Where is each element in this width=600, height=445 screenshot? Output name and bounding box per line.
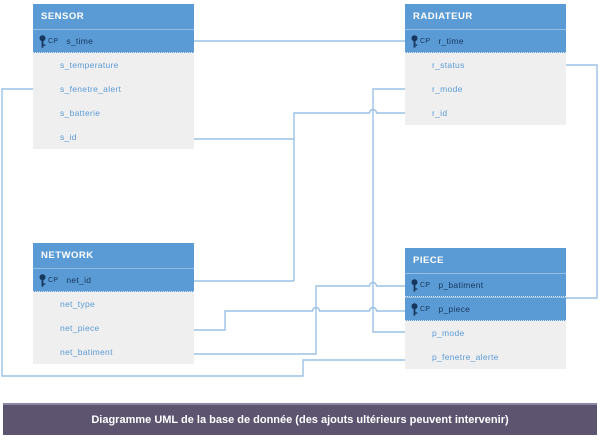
column-label: net_batiment — [60, 347, 113, 357]
connector-net_batiment--p_batiment — [193, 281, 405, 355]
column-row: net_batiment — [33, 340, 194, 364]
diagram-title-banner: Diagramme UML de la base de donnée (des … — [3, 403, 597, 435]
column-label: p_fenetre_alerte — [432, 352, 499, 362]
column-row: CP r_time — [405, 29, 566, 53]
primary-key-badge: CP — [420, 281, 431, 289]
primary-key-badge: CP — [48, 276, 59, 284]
primary-key-icon — [38, 273, 47, 287]
column-label: p_piece — [438, 304, 471, 314]
column-row: net_type — [33, 292, 194, 316]
column-row: p_fenetre_alerte — [405, 345, 566, 369]
column-row: CP s_time — [33, 29, 194, 53]
entity-piece: PIECE CP p_batiment CP p_piece p_mode p_… — [405, 248, 566, 369]
connector-junction--r_id — [293, 108, 405, 281]
primary-key-icon — [410, 34, 419, 48]
column-label: s_batterie — [60, 108, 101, 118]
entity-title: NETWORK — [33, 243, 194, 268]
column-label: net_piece — [60, 323, 100, 333]
column-row: r_mode — [405, 77, 566, 101]
column-row: p_mode — [405, 321, 566, 345]
column-row: CP p_batiment — [405, 273, 566, 297]
column-label: net_id — [66, 275, 92, 285]
column-label: r_status — [432, 60, 465, 70]
column-row: net_piece — [33, 316, 194, 340]
primary-key-icon — [410, 278, 419, 292]
column-row: s_temperature — [33, 53, 194, 77]
column-label: s_id — [60, 132, 77, 142]
entity-network: NETWORK CP net_id net_type net_piece net… — [33, 243, 194, 364]
column-row: r_status — [405, 53, 566, 77]
entity-sensor: SENSOR CP s_time s_temperature s_fenetre… — [33, 4, 194, 149]
primary-key-badge: CP — [48, 37, 59, 45]
connector-s_fenetre_alert--p_fenetre_alerte — [1, 88, 405, 377]
primary-key-badge: CP — [420, 37, 431, 45]
primary-key-icon — [410, 302, 419, 316]
entity-radiateur: RADIATEUR CP r_time r_status r_mode r_id — [405, 4, 566, 125]
column-row: CP p_piece — [405, 297, 566, 321]
diagram-title: Diagramme UML de la base de donnée (des … — [91, 414, 509, 426]
column-row: r_id — [405, 101, 566, 125]
connector-r_mode--p_mode — [372, 88, 405, 333]
column-label: net_type — [60, 299, 96, 309]
column-label: r_mode — [432, 84, 463, 94]
column-row: s_batterie — [33, 101, 194, 125]
connector-r_status--piece — [566, 64, 598, 299]
primary-key-icon — [38, 34, 47, 48]
column-label: r_id — [432, 108, 448, 118]
column-label: s_time — [66, 36, 94, 46]
column-label: s_temperature — [60, 60, 119, 70]
column-label: p_mode — [432, 328, 465, 338]
connector-net_piece--p_piece — [193, 306, 405, 331]
column-label: r_time — [438, 36, 464, 46]
entity-title: SENSOR — [33, 4, 194, 29]
primary-key-badge: CP — [420, 305, 431, 313]
column-label: p_batiment — [438, 280, 484, 290]
column-row: s_id — [33, 125, 194, 149]
entity-title: PIECE — [405, 248, 566, 273]
entity-title: RADIATEUR — [405, 4, 566, 29]
column-label: s_fenetre_alert — [60, 84, 122, 94]
column-row: s_fenetre_alert — [33, 77, 194, 101]
column-row: CP net_id — [33, 268, 194, 292]
